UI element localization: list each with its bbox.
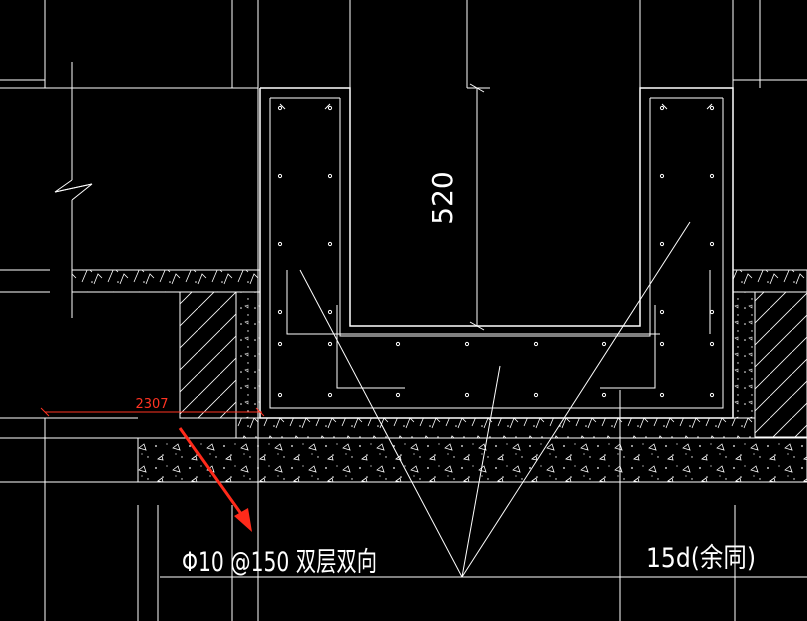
cushion-layer xyxy=(137,437,807,483)
leader-lines xyxy=(299,221,691,578)
left-wall xyxy=(54,62,93,318)
arrow-icon xyxy=(178,427,252,532)
dimension-520: 520 xyxy=(426,83,490,331)
rebar-dots xyxy=(277,105,715,398)
fill-band-top xyxy=(71,269,807,293)
pit-structure xyxy=(259,87,734,419)
dimension-2307-label: 2307 xyxy=(135,397,168,412)
break-line-icon xyxy=(54,183,93,193)
anchor-note: 15d(余同) xyxy=(646,543,756,574)
fill-band-bottom xyxy=(235,417,756,439)
soil-hatch-right xyxy=(732,291,807,438)
dimension-2307: 2307 xyxy=(40,397,265,417)
rebar-note: Φ10 @150 双层双向 xyxy=(182,547,377,578)
dimension-520-label: 520 xyxy=(426,171,459,224)
